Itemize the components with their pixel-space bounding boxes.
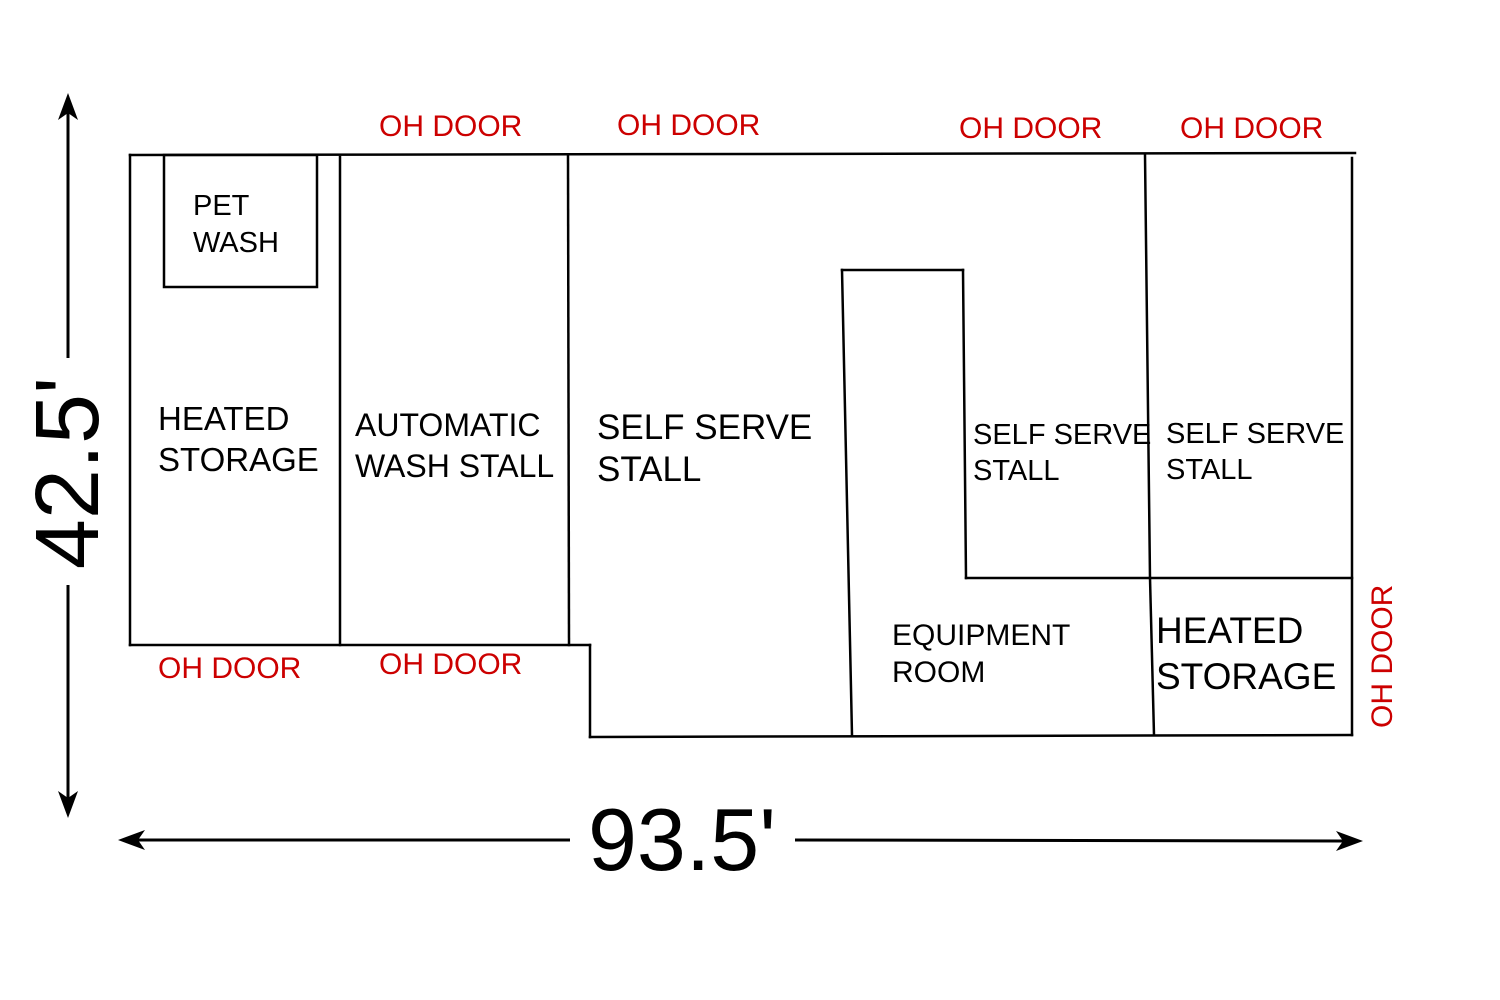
partition-auto-selfserve <box>566 153 571 647</box>
height-arrowhead-up <box>58 93 78 120</box>
height-dimension-label: 42.5' <box>18 377 118 569</box>
width-dimension: 93.5' <box>118 790 1363 889</box>
width-arrow-right <box>794 838 1346 843</box>
wall-top <box>128 151 1357 157</box>
partition-equip-left <box>840 268 854 737</box>
heated-storage-right-label: HEATED STORAGE <box>1156 610 1336 697</box>
pet-wash-room <box>162 153 319 289</box>
partition-middle-right-stalls <box>1143 153 1152 580</box>
width-arrowhead-left <box>118 830 145 850</box>
wall-bottom-right <box>588 733 1354 739</box>
automatic-wash-stall-label: AUTOMATIC WASH STALL <box>355 407 554 484</box>
oh-door-top-3: OH DOOR <box>959 112 1102 145</box>
oh-door-top-4: OH DOOR <box>1180 112 1323 145</box>
width-dimension-label: 93.5' <box>588 790 776 889</box>
oh-door-right: OH DOOR <box>1366 585 1399 728</box>
height-arrowhead-down <box>58 791 78 818</box>
oh-door-bottom-1: OH DOOR <box>158 652 301 685</box>
heated-storage-left-label: HEATED STORAGE <box>158 400 319 478</box>
self-serve-stall-middle-label: SELF SERVE STALL <box>973 419 1159 487</box>
pet-wash-label: PET WASH <box>193 190 279 259</box>
self-serve-stall-right-label: SELF SERVE STALL <box>1166 418 1352 486</box>
oh-door-top-1: OH DOOR <box>379 110 522 143</box>
oh-door-bottom-2: OH DOOR <box>379 648 522 681</box>
self-serve-stall-large-label: SELF SERVE STALL <box>597 408 822 489</box>
width-arrowhead-right <box>1336 831 1363 851</box>
equipment-room-label: EQUIPMENT ROOM <box>892 619 1078 689</box>
partition-middle-stall-left <box>961 268 968 580</box>
interior-walls <box>162 153 1354 737</box>
building-walls <box>128 151 1357 739</box>
door-labels: OH DOOR OH DOOR OH DOOR OH DOOR OH DOOR … <box>158 109 1399 728</box>
height-dimension: 42.5' <box>18 93 118 818</box>
oh-door-top-2: OH DOOR <box>617 109 760 142</box>
partition-equip-storage <box>1148 576 1156 737</box>
